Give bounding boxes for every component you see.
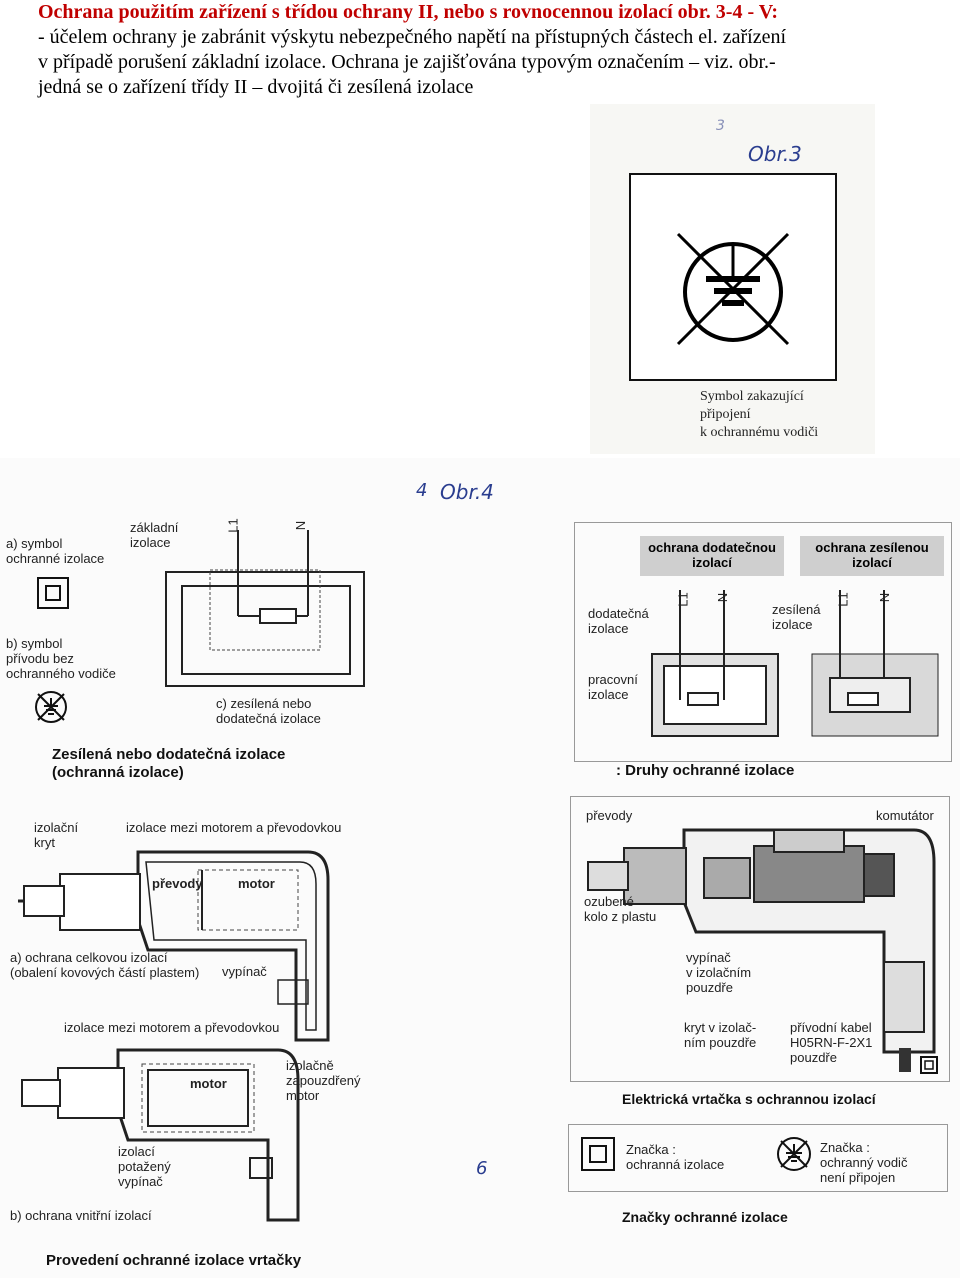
a-symbol-label: a) symbol ochranné izolace [6, 536, 105, 566]
drills-right-caption: Elektrická vrtačka s ochrannou izolací [622, 1091, 876, 1107]
right-panel-caption: : Druhy ochranné izolace [616, 762, 795, 779]
figure-3-symbol [629, 173, 837, 381]
prevody-label: převody [152, 876, 203, 891]
left-N-label: N [293, 520, 309, 531]
box-zesilena: ochrana zesílenou izolací [800, 536, 944, 576]
zakladni-izolace-label: základní izolace [130, 520, 179, 550]
znacka-ochranny-vodic: Značka : ochranný vodič není připojen [820, 1140, 908, 1185]
figure-4-handwritten-label: Obr.4 [440, 480, 494, 504]
insulation-types-frame [574, 522, 952, 762]
intro-text: Ochrana použitím zařízení s třídou ochra… [38, 0, 953, 100]
drill-cutaway-drawing [587, 828, 936, 1072]
vypinac-label: vypínač [222, 964, 267, 979]
komutator-label: komutátor [876, 808, 934, 823]
drill-internal-insulation-diagram [21, 1048, 300, 1222]
ozubene-kolo-label: ozubené kolo z plastu [584, 894, 657, 924]
privodni-kabel-label: přívodní kabel H05RN-F-2X1 pouzdře [790, 1020, 873, 1065]
intro-line-1: - účelem ochrany je zabránit výskytu neb… [38, 26, 786, 48]
motor2-label: motor [190, 1076, 227, 1091]
kryt-label: kryt v izolač- ním pouzdře [684, 1020, 757, 1050]
motor-label: motor [238, 876, 275, 891]
izolace-mezi-top-label: izolace mezi motorem a převodovkou [126, 820, 342, 835]
izolacni-kryt-label: izolační kryt [34, 820, 79, 850]
dodatecna-izolace-label: dodatečná izolace [588, 606, 649, 636]
c-zesilena-label: c) zesílená nebo dodatečná izolace [216, 696, 321, 726]
intro-title: Ochrana použitím zařízení s třídou ochra… [38, 1, 779, 23]
vypinac-right-label: vypínač v izolačním pouzdře [686, 950, 752, 995]
drill-cutaway-frame [570, 796, 950, 1082]
figure-3-handwritten-number: 3 [716, 118, 725, 134]
drills-left-caption: Provedení ochranné izolace vrtačky [46, 1252, 302, 1269]
crossed-ground-icon [777, 1137, 811, 1171]
izolace-mezi-bottom-label: izolace mezi motorem a převodovkou [64, 1020, 280, 1035]
intro-line-3: jedná se o zařízení třídy II – dvojitá č… [38, 76, 474, 98]
zesilena-izolace-label: zesílená izolace [772, 602, 821, 632]
basic-insulation-diagram [165, 530, 365, 687]
box-dodatecna: ochrana dodatečnou izolací [640, 536, 784, 576]
b-ochrana-label: b) ochrana vnitřní izolací [10, 1208, 152, 1223]
prevody-right-label: převody [586, 808, 633, 823]
handwritten-mark: 6 [476, 1158, 488, 1179]
znacka-ochranna-izolace: Značka : ochranná izolace [626, 1142, 725, 1172]
symbols-caption: Značky ochranné izolace [622, 1209, 788, 1225]
square-in-square-icon [37, 577, 69, 609]
supplementary-insulation-diagram [651, 590, 779, 737]
symbols-frame [568, 1124, 948, 1192]
izolaci-potazeny-label: izolací potažený vypínač [118, 1144, 171, 1189]
reinforced-insulation-diagram [811, 590, 939, 737]
b-symbol-label: b) symbol přívodu bez ochranného vodiče [6, 636, 116, 681]
no-protective-conductor-icon [35, 691, 67, 723]
intro-line-2: v případě porušení základní izolace. Och… [38, 51, 776, 73]
square-in-square-small-icon [920, 1056, 938, 1074]
figure-3-caption: Symbol zakazující připojení k ochrannému… [700, 389, 819, 440]
figure-4-handwritten-number: 4 [416, 480, 428, 501]
figure-3-handwritten-label: Obr.3 [748, 142, 802, 166]
pracovni-izolace-label: pracovní izolace [588, 672, 638, 702]
drill-full-insulation-diagram [18, 850, 330, 1042]
a-ochrana-label: a) ochrana celkovou izolací (obalení kov… [10, 950, 200, 980]
left-panel-caption: Zesílená nebo dodatečná izolace (ochrann… [52, 746, 286, 781]
double-square-icon [581, 1137, 615, 1171]
zapouzdreny-label: izolačně zapouzdřený motor [286, 1058, 361, 1103]
